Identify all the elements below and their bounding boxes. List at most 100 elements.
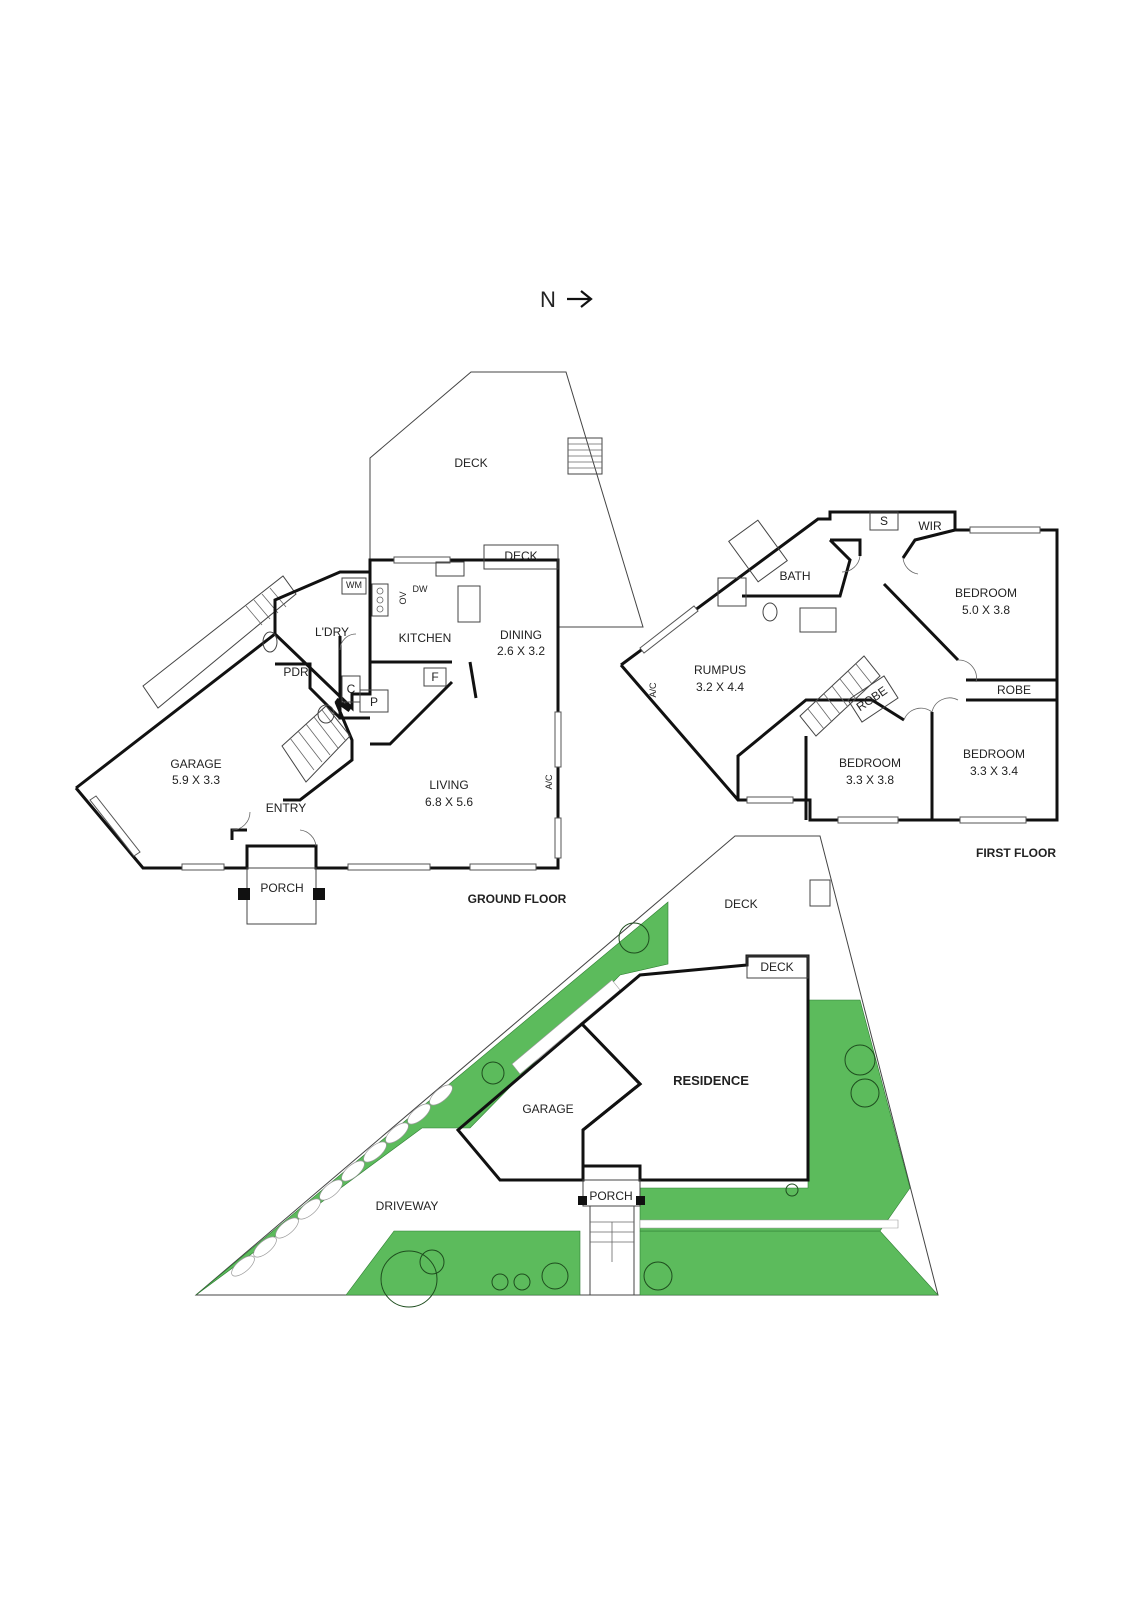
bedroom-right-label: BEDROOM [963,747,1025,761]
bedroom-main-size: 5.0 X 3.8 [962,603,1010,617]
fridge-space [423,667,447,687]
bedroom-main-label: BEDROOM [955,586,1017,600]
vanity-icon [799,607,837,633]
north-label: N [540,287,556,312]
door-swing [903,707,933,721]
wm-label: WM [346,580,362,590]
window [959,816,1027,824]
cooktop-icon [371,583,389,617]
site-porch-label: PORCH [589,1189,632,1203]
dining-return-wall [468,661,478,699]
porch-post [578,1196,587,1205]
side-deck-outline [142,575,297,709]
site-deck-label: DECK [724,897,757,911]
door-swing [902,557,919,575]
window [554,711,562,768]
porch-post [238,888,250,900]
garage-footprint [455,1021,643,1182]
living-size: 6.8 X 5.6 [425,795,473,809]
wir-inner-wall [901,528,956,559]
bath-label: BATH [779,569,810,583]
door-swing [231,811,251,831]
door-swing [931,697,959,713]
entry-label: ENTRY [266,801,306,815]
grass-front-right [639,1230,939,1296]
door-swing [299,829,317,847]
first-floor-plan: BATH S WIR BEDROOM 5.0 X 3.8 RUMPUS 3.2 … [619,510,1059,860]
window [554,817,562,859]
north-arrow-icon [567,290,593,308]
site-deck-small [746,955,809,979]
porch-label: PORCH [260,881,303,895]
driveway-label: DRIVEWAY [376,1199,439,1213]
porch-post [313,888,325,900]
stair-wall [370,680,454,746]
residence-label: RESIDENCE [673,1073,749,1088]
rumpus-size: 3.2 X 4.4 [696,680,744,694]
storage-box [869,511,899,531]
laundry-label: L'DRY [315,625,349,639]
s-label: S [880,514,888,528]
living-label: LIVING [429,778,468,792]
wir-label: WIR [918,519,942,533]
bedroom-right-size: 3.3 X 3.4 [970,764,1018,778]
cupboard-label: C [347,682,356,696]
site-garage-label: GARAGE [522,1102,573,1116]
cupboard-divider [334,697,352,713]
front-steps [589,1205,635,1296]
side-stairs [245,587,287,626]
stair-enclosure-wall [736,698,905,800]
deck-top-outline [369,371,644,628]
stair-side-wall [283,701,354,802]
window [89,795,141,857]
robe-right-label: ROBE [997,683,1031,697]
cupboard [341,675,361,703]
window [181,863,225,871]
dining-size: 2.6 X 3.2 [497,644,545,658]
robe-stair-outline [847,675,899,723]
deck-stairs [567,437,603,475]
window [969,526,1041,534]
north-indicator: N [540,287,593,312]
garage-size: 5.9 X 3.3 [172,773,220,787]
garden-path [639,1219,899,1229]
ground-stairs [281,705,351,783]
door-swing [339,633,357,651]
door-swing [957,659,977,683]
laundry-kitchen-wall [338,636,370,720]
door-swing [841,555,861,573]
bathtub-icon [728,519,788,583]
site-plan: DECK DECK RESIDENCE GARAGE DRIVEWAY PORC… [194,835,939,1308]
dining-label: DINING [500,628,542,642]
kitchen-island [457,585,481,623]
porch-outline [246,867,317,925]
pantry [359,689,389,713]
wir-wall [830,538,862,556]
window [639,605,699,654]
deck-top-label: DECK [454,456,487,470]
deck-small-outline [483,544,559,570]
grass-front-left [345,1230,581,1296]
ov-label: OV [398,591,408,604]
deck-small-label: DECK [504,549,537,563]
tree-icons [380,922,880,1308]
ground-floor-plan: DECK DECK GARAGE 5.9 X 3.3 PDR L'DRY KIT… [74,371,644,925]
entry-wall [230,828,247,840]
ac-label: A/C [544,774,554,790]
window [469,863,537,871]
bedroom-mid-size: 3.3 X 3.8 [846,773,894,787]
window [746,796,794,804]
shower-icon [717,577,747,607]
rumpus-label: RUMPUS [694,663,746,677]
garage-label: GARAGE [170,757,221,771]
laundry-wall [273,570,370,634]
grass-right [639,999,911,1232]
fridge-label: F [431,670,438,684]
bedroom-diagonal-wall [882,582,960,662]
site-deck-small-label: DECK [760,960,793,974]
stepping-stones [231,1084,453,1277]
window [347,863,431,871]
toilet-icon [762,602,778,622]
site-deck-stairs [809,879,831,907]
